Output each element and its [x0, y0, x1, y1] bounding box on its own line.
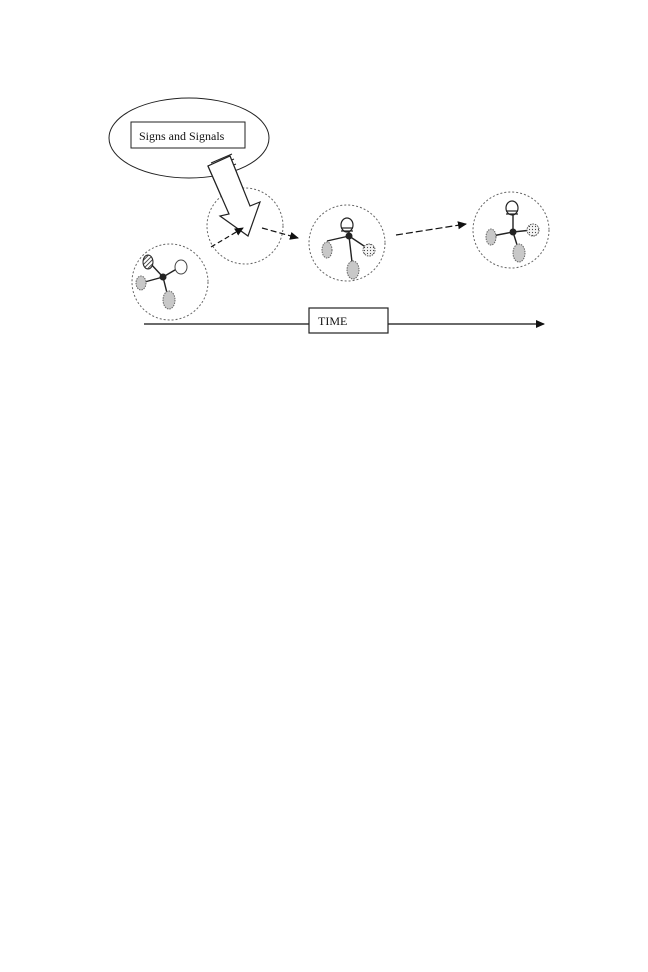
cluster-3-boundary — [308, 204, 386, 282]
network-cluster-1 — [131, 243, 209, 321]
time-label: TIME — [318, 314, 347, 328]
grey-node-icon — [512, 243, 526, 263]
node-center-icon — [509, 228, 517, 236]
network-cluster-4 — [472, 191, 550, 269]
time-box — [308, 307, 389, 334]
node-center-icon — [159, 273, 167, 281]
dotted-node-icon — [526, 223, 540, 237]
pin-node-icon — [505, 200, 519, 216]
grey-node-icon — [162, 290, 176, 310]
signs-signals-label: Signs and Signals — [139, 129, 225, 143]
grey-node-icon — [321, 241, 333, 259]
grey-node-icon — [135, 275, 147, 291]
dashed-arrow-icon — [261, 227, 299, 240]
dashed-arrow-icon — [395, 221, 467, 236]
signs-signals-box — [130, 121, 246, 149]
hollow-node-icon — [174, 259, 188, 275]
hatched-node-icon — [142, 254, 154, 270]
big-arrow-overlay — [207, 155, 262, 237]
dashed-arrow-icon — [210, 227, 244, 248]
network-cluster-3 — [308, 204, 386, 282]
grey-node-icon — [485, 228, 497, 246]
dotted-node-icon — [362, 243, 376, 257]
node-center-icon — [345, 232, 353, 240]
timeline: TIME — [144, 307, 545, 334]
grey-node-icon — [346, 260, 360, 280]
pin-node-icon — [340, 217, 354, 233]
signs-signals-group: Signs and Signals — [108, 97, 270, 179]
